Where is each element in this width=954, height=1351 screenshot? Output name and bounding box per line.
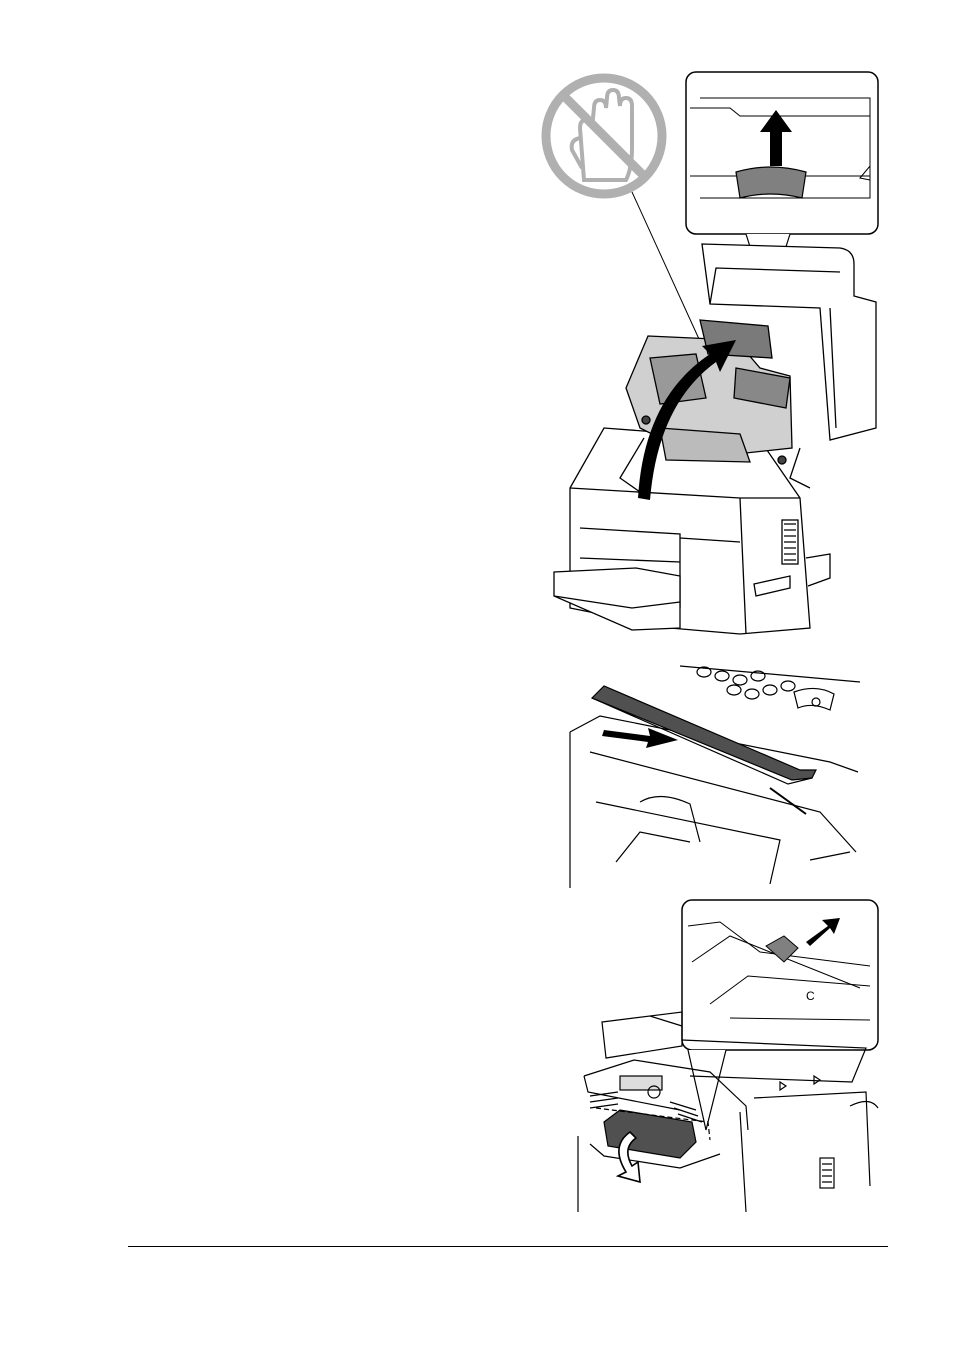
figure-close-cover: C (570, 896, 882, 1212)
printer-body (554, 244, 876, 634)
callout-detail-lift-handle (686, 72, 878, 234)
no-touch-hand-icon (546, 78, 662, 194)
figure-open-printer (540, 68, 884, 640)
front-cover (590, 1108, 720, 1168)
figure-insert-part (560, 662, 860, 888)
part-being-inserted (592, 686, 816, 814)
callout-label: C (806, 989, 815, 1003)
callout-detail-press-tab: C (682, 900, 878, 1050)
footer-divider (128, 1246, 888, 1247)
